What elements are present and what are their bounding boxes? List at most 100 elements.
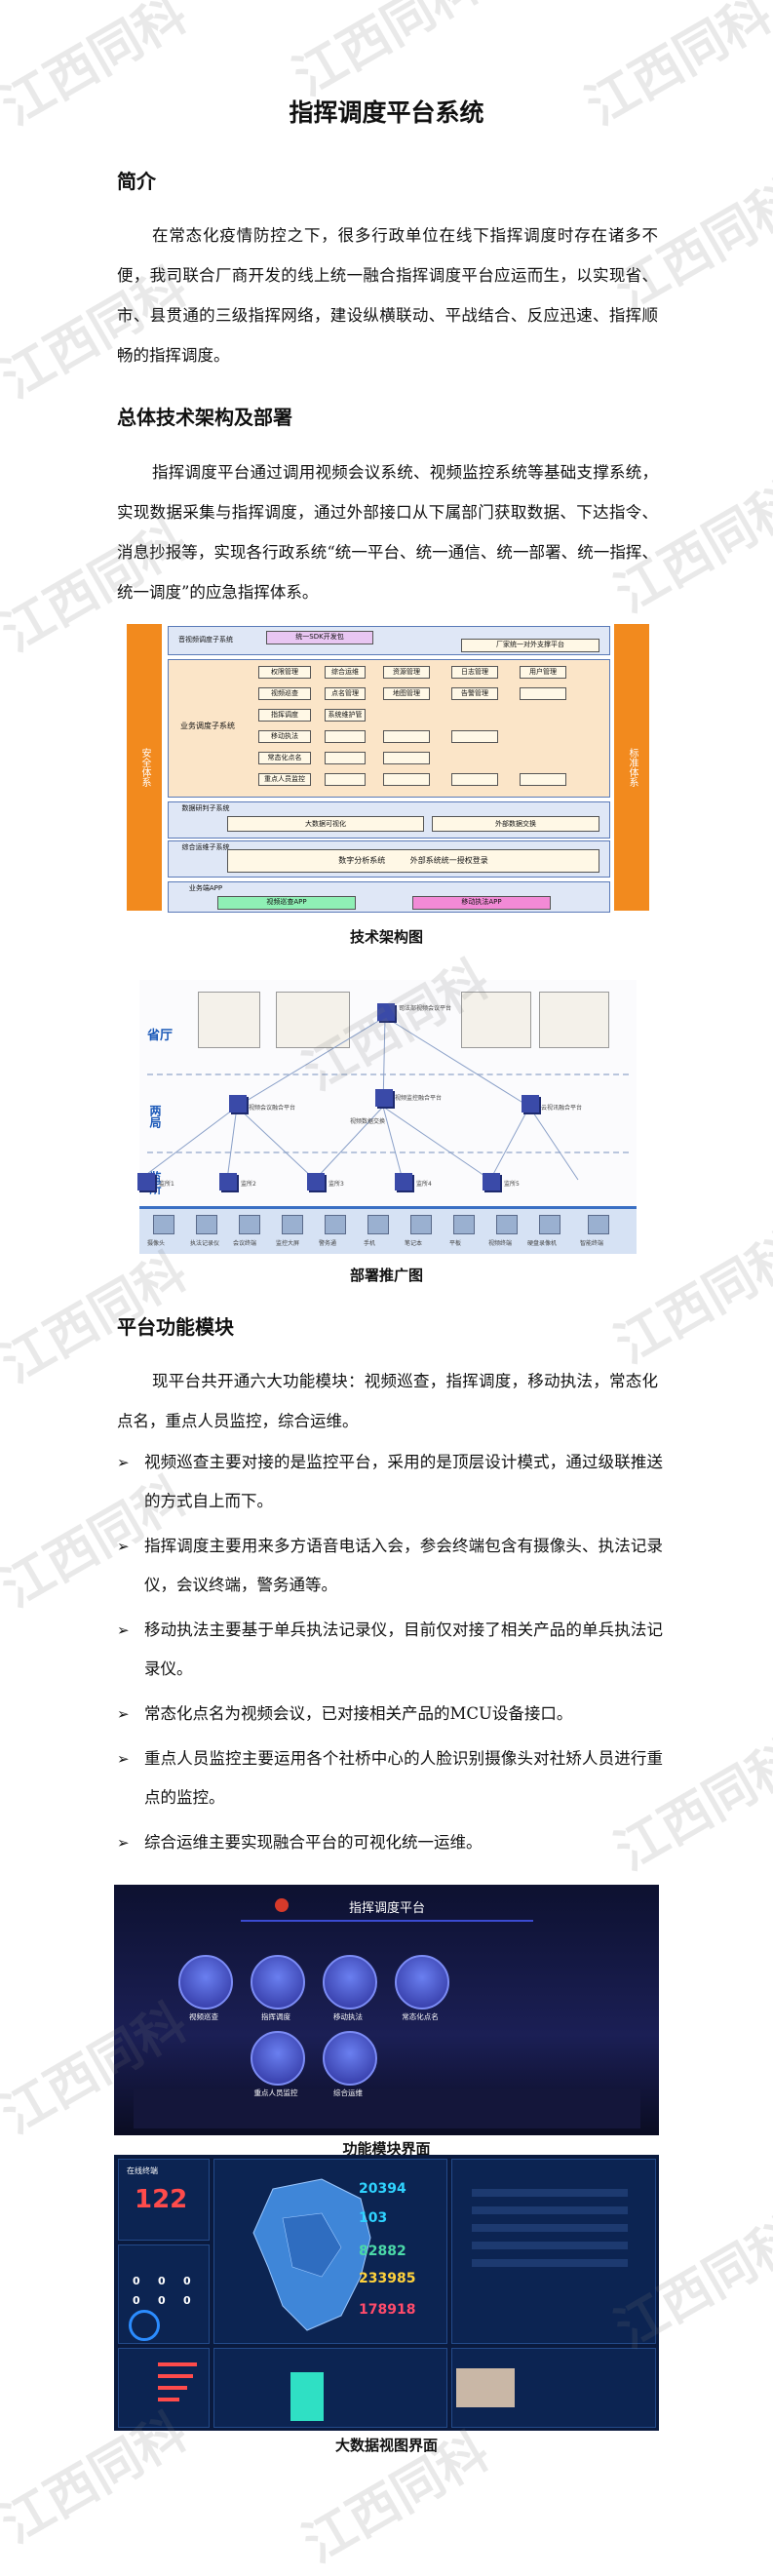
device-label: 手机 bbox=[364, 1240, 376, 1247]
device-label: 警务通 bbox=[319, 1240, 337, 1247]
device-icon bbox=[410, 1215, 432, 1234]
arch-block-small bbox=[325, 773, 366, 786]
list-row bbox=[472, 2189, 628, 2197]
rank-bar bbox=[158, 2362, 197, 2366]
arch-block-small bbox=[520, 773, 566, 786]
stat-zero: 0 bbox=[158, 2294, 166, 2307]
arch-row-name: 综合运维子系统 bbox=[171, 842, 241, 852]
server-icon bbox=[483, 1173, 500, 1190]
server-label: 监所1 bbox=[159, 1181, 174, 1188]
device-icon bbox=[196, 1215, 217, 1234]
stat-value-text: 82882 bbox=[359, 2244, 406, 2259]
device-label: 执法记录仪 bbox=[190, 1240, 220, 1247]
list-item: ➢重点人员监控主要运用各个社桥中心的人脸识别摄像头对社矫人员进行重点的监控。 bbox=[117, 1739, 663, 1817]
arch-block-small bbox=[325, 730, 366, 743]
arrow-bullet-icon: ➢ bbox=[117, 1454, 130, 1471]
arch-block-small bbox=[520, 687, 566, 700]
figure2-caption: 部署推广图 bbox=[349, 1267, 423, 1284]
arch-paragraph: 指挥调度平台通过调用视频会议系统、视频监控系统等基础支撑系统，实现数据采集与指挥… bbox=[117, 463, 658, 602]
module-label: 视频巡查 bbox=[189, 2012, 218, 2021]
server-label: 视频会议融合平台 bbox=[249, 1105, 296, 1112]
list-item-text: 指挥调度主要用来多方语音电话入会，参会终端包含有摄像头、执法记录仪，会议终端，警… bbox=[144, 1537, 663, 1594]
arch-block-small bbox=[325, 752, 366, 764]
device-icon bbox=[239, 1215, 260, 1234]
stat-zero: 0 bbox=[133, 2294, 140, 2307]
func-bullet-list: ➢视频巡查主要对接的是监控平台，采用的是顶层设计模式，通过级联推送的方式自上而下… bbox=[117, 1443, 663, 1868]
arch-block: 重点人员监控 bbox=[258, 773, 311, 786]
security-system-bar: 安全体系 bbox=[127, 624, 162, 911]
deployment-diagram: 省厅 两局 监所 司法部视频会议平台 视频会议融合平台 视频监控融合平台 视频数… bbox=[137, 980, 637, 1254]
stat-value: 233985 bbox=[359, 2271, 415, 2286]
arrow-bullet-icon: ➢ bbox=[117, 1538, 130, 1555]
chart-bar bbox=[290, 2372, 324, 2421]
device-label: 监控大屏 bbox=[276, 1240, 300, 1247]
video-thumbnail[interactable] bbox=[456, 2368, 515, 2407]
emblem-icon bbox=[275, 1898, 289, 1912]
arch-block-small bbox=[383, 730, 430, 743]
stat-value: 178918 bbox=[359, 2302, 415, 2318]
arch-row-name: 数据研判子系统 bbox=[171, 803, 241, 813]
skyline-decoration bbox=[134, 2089, 640, 2128]
arch-row-app: 业务端APP 视频巡查APP 移动执法APP bbox=[168, 881, 610, 913]
function-module-screenshot: 指挥调度平台 视频巡查 指挥调度 移动执法 常态化点名 重点人员监控 综合运维 bbox=[114, 1885, 659, 2135]
device-group bbox=[539, 992, 609, 1048]
stat-value-text: 233985 bbox=[359, 2271, 416, 2286]
device-label: 平板 bbox=[449, 1240, 462, 1247]
stat-zero: 0 bbox=[133, 2275, 140, 2287]
list-item: ➢常态化点名为视频会议，已对接相关产品的MCU设备接口。 bbox=[117, 1695, 663, 1734]
arch-row-name: 音视频调度子系统 bbox=[171, 635, 241, 646]
device-group bbox=[276, 992, 350, 1048]
arch-block: 系统维护管理 bbox=[325, 709, 366, 722]
arch-block: 厂家统一对外支撑平台 bbox=[461, 639, 599, 652]
module-video-patrol-icon[interactable] bbox=[178, 1955, 233, 2010]
province-map bbox=[252, 2178, 371, 2331]
arrow-bullet-icon: ➢ bbox=[117, 1750, 130, 1768]
list-item: ➢ 指挥调度主要用来多方语音电话入会，参会终端包含有摄像头、执法记录仪，会议终端，… bbox=[117, 1527, 663, 1605]
map-panel: 20394 103 82882 233985 178918 bbox=[213, 2159, 447, 2344]
arch-block: 日志管理 bbox=[451, 666, 498, 679]
arch-block: 点名管理 bbox=[325, 687, 366, 700]
arch-block: 综合运维 bbox=[325, 666, 366, 679]
rank-bar bbox=[158, 2374, 193, 2378]
stat-value-text: 103 bbox=[359, 2210, 388, 2226]
server-icon bbox=[395, 1173, 412, 1190]
list-item: ➢移动执法主要基于单兵执法记录仪，目前仅对接了相关产品的单兵执法记录仪。 bbox=[117, 1611, 663, 1689]
intro-paragraph: 在常态化疫情防控之下，很多行政单位在线下指挥调度时存在诸多不便，我司联合厂商开发… bbox=[117, 226, 658, 365]
module-rollcall-icon[interactable] bbox=[395, 1955, 449, 2010]
screen-header-bar bbox=[241, 1893, 533, 1922]
online-terminal-value: 122 bbox=[135, 2185, 188, 2214]
security-system-label: 安全体系 bbox=[139, 748, 150, 787]
func-paragraph: 现平台共开通六大功能模块：视频巡查，指挥调度，移动执法，常态化点名，重点人员监控… bbox=[117, 1372, 658, 1430]
ranking-panel bbox=[118, 2348, 210, 2428]
module-key-person-icon[interactable] bbox=[251, 2031, 305, 2086]
arrow-bullet-icon: ➢ bbox=[117, 1834, 130, 1852]
server-label: 监所3 bbox=[329, 1181, 344, 1188]
bar-chart-panel bbox=[213, 2348, 447, 2428]
module-mobile-law-icon[interactable] bbox=[323, 1955, 377, 2010]
arch-block: 告警管理 bbox=[451, 687, 498, 700]
device-label: 智能终端 bbox=[580, 1240, 604, 1247]
arch-heading: 总体技术架构及部署 bbox=[117, 406, 292, 429]
arch-block: 权限管理 bbox=[258, 666, 311, 679]
arch-block: 外部数据交换 bbox=[432, 816, 599, 832]
arch-block-small bbox=[451, 773, 498, 786]
server-label: 监所4 bbox=[416, 1181, 432, 1188]
arch-block: 视频巡查APP bbox=[217, 896, 356, 910]
device-group bbox=[198, 992, 260, 1048]
module-dispatch-icon[interactable] bbox=[251, 1955, 305, 2010]
list-item: ➢视频巡查主要对接的是监控平台，采用的是顶层设计模式，通过级联推送的方式自上而下… bbox=[117, 1443, 663, 1521]
module-ops-icon[interactable] bbox=[323, 2031, 377, 2086]
device-icon bbox=[282, 1215, 303, 1234]
rank-bar bbox=[158, 2386, 187, 2390]
func-heading: 平台功能模块 bbox=[117, 1315, 234, 1339]
device-icon bbox=[325, 1215, 346, 1234]
arch-block-label: 外部系统统一授权登录 bbox=[409, 856, 488, 865]
online-terminal-panel: 在线终端 122 bbox=[118, 2159, 210, 2241]
list-row bbox=[472, 2224, 628, 2232]
device-label: 会议终端 bbox=[233, 1240, 257, 1247]
device-strip: 摄像头 执法记录仪 会议终端 监控大屏 警务通 手机 笔记本 平板 视频终端 硬… bbox=[139, 1206, 637, 1254]
server-icon bbox=[229, 1095, 247, 1112]
figure3-caption: 功能模块界面 bbox=[342, 2140, 431, 2158]
server-label: 监所2 bbox=[241, 1181, 256, 1188]
video-preview-panel bbox=[451, 2348, 656, 2428]
